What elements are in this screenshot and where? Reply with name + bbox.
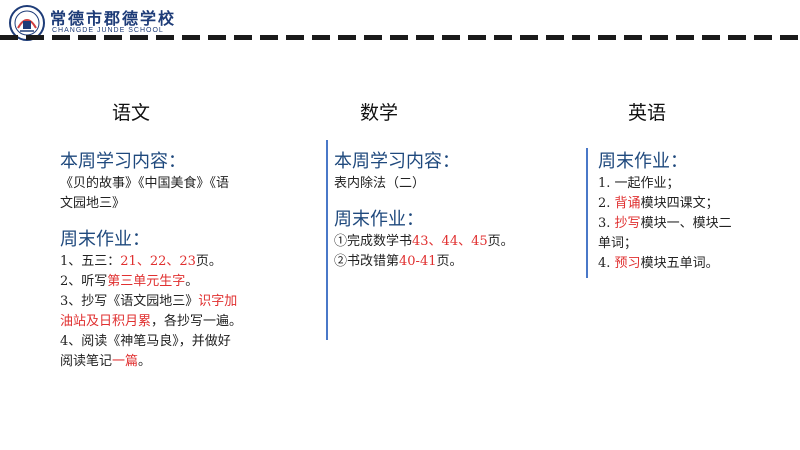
highlight-text: 识字加 (198, 294, 238, 309)
yingyu-homework-title: 周末作业： (598, 151, 688, 172)
subject-title-shuxue: 数学 (360, 102, 399, 124)
highlight-text: 43、44、45 (412, 234, 488, 249)
item-text: ①完成数学书 (334, 234, 413, 249)
shuxue-homework-list: ①完成数学书43、44、45页。②书改错第40-41页。 (334, 232, 574, 272)
column-divider-left (326, 140, 328, 340)
homework-item: ②书改错第40-41页。 (334, 252, 574, 272)
shuxue-homework-title: 周末作业： (334, 209, 424, 230)
homework-item: ①完成数学书43、44、45页。 (334, 232, 574, 252)
item-text: 页。 (436, 254, 463, 269)
highlight-text: 预习 (614, 256, 641, 271)
highlight-text: 40-41 (399, 254, 437, 269)
homework-item: 单词； (598, 234, 798, 254)
column-divider-right (586, 148, 588, 278)
text-line: 表内除法（二） (334, 176, 426, 191)
shuxue-study-content: 表内除法（二） (334, 174, 574, 194)
yuwen-study-content: 《贝的故事》《中国美食》《语文园地三》 (60, 174, 310, 214)
highlight-text: 抄写 (614, 216, 641, 231)
item-text: 模块一、模块二 (640, 216, 732, 231)
item-text: 4. (598, 256, 615, 271)
item-text: 模块四课文； (640, 196, 719, 211)
homework-item: 4、阅读《神笔马良》，并做好 (60, 332, 310, 352)
homework-item: 2. 背诵模块四课文； (598, 194, 798, 214)
subject-title-yingyu: 英语 (628, 102, 667, 124)
item-text: 模块五单词。 (640, 256, 719, 271)
column-yuwen: 本周学习内容： 《贝的故事》《中国美食》《语文园地三》 周末作业： 1、五三：2… (60, 150, 310, 372)
item-text: 2. (598, 196, 615, 211)
yuwen-study-title: 本周学习内容： (60, 151, 186, 172)
item-text: 1. 一起作业； (598, 176, 680, 191)
text-line: 《贝的故事》《中国美食》《语 (60, 176, 230, 191)
homework-item: 油站及日积月累，各抄写一遍。 (60, 312, 310, 332)
homework-item: 阅读笔记一篇。 (60, 352, 310, 372)
item-text: 单词； (598, 236, 638, 251)
highlight-text: 一篇 (112, 354, 139, 369)
homework-item: 3、抄写《语文园地三》识字加 (60, 292, 310, 312)
item-text: 阅读笔记 (60, 354, 113, 369)
homework-item: 1、五三：21、22、23页。 (60, 252, 310, 272)
column-shuxue: 本周学习内容： 表内除法（二） 周末作业： ①完成数学书43、44、45页。②书… (334, 150, 574, 272)
highlight-text: 21、22、23 (120, 254, 196, 269)
item-text: 。 (138, 354, 152, 369)
homework-item: 2、听写第三单元生字。 (60, 272, 310, 292)
item-text: 。 (185, 274, 199, 289)
yuwen-homework-title: 周末作业： (60, 229, 150, 250)
school-name: 常德市郡德学校 (50, 9, 177, 28)
item-text: 3. (598, 216, 615, 231)
item-text: 3、抄写《语文园地三》 (60, 294, 199, 309)
highlight-text: 第三单元生字 (107, 274, 186, 289)
item-text: ②书改错第 (334, 254, 400, 269)
yingyu-homework-list: 1. 一起作业；2. 背诵模块四课文；3. 抄写模块一、模块二单词；4. 预习模… (598, 174, 798, 274)
item-text: 2、听写 (60, 274, 108, 289)
homework-item: 3. 抄写模块一、模块二 (598, 214, 798, 234)
yuwen-homework-list: 1、五三：21、22、23页。2、听写第三单元生字。3、抄写《语文园地三》识字加… (60, 252, 310, 372)
column-yingyu: 周末作业： 1. 一起作业；2. 背诵模块四课文；3. 抄写模块一、模块二单词；… (598, 150, 798, 274)
item-text: 1、五三： (60, 254, 121, 269)
text-line: 文园地三》 (60, 196, 126, 211)
highlight-text: 背诵 (614, 196, 641, 211)
homework-item: 1. 一起作业； (598, 174, 798, 194)
item-text: 页。 (487, 234, 514, 249)
shuxue-study-title: 本周学习内容： (334, 151, 460, 172)
subject-title-yuwen: 语文 (112, 102, 151, 124)
school-logo-icon (9, 5, 45, 41)
school-name-english: CHANGDE JUNDE SCHOOL (52, 27, 164, 34)
header-dashed-divider (0, 35, 800, 40)
item-text: ，各抄写一遍。 (151, 314, 243, 329)
item-text: 4、阅读《神笔马良》，并做好 (60, 334, 231, 349)
homework-item: 4. 预习模块五单词。 (598, 254, 798, 274)
highlight-text: 油站及日积月累 (60, 314, 152, 329)
item-text: 页。 (195, 254, 222, 269)
